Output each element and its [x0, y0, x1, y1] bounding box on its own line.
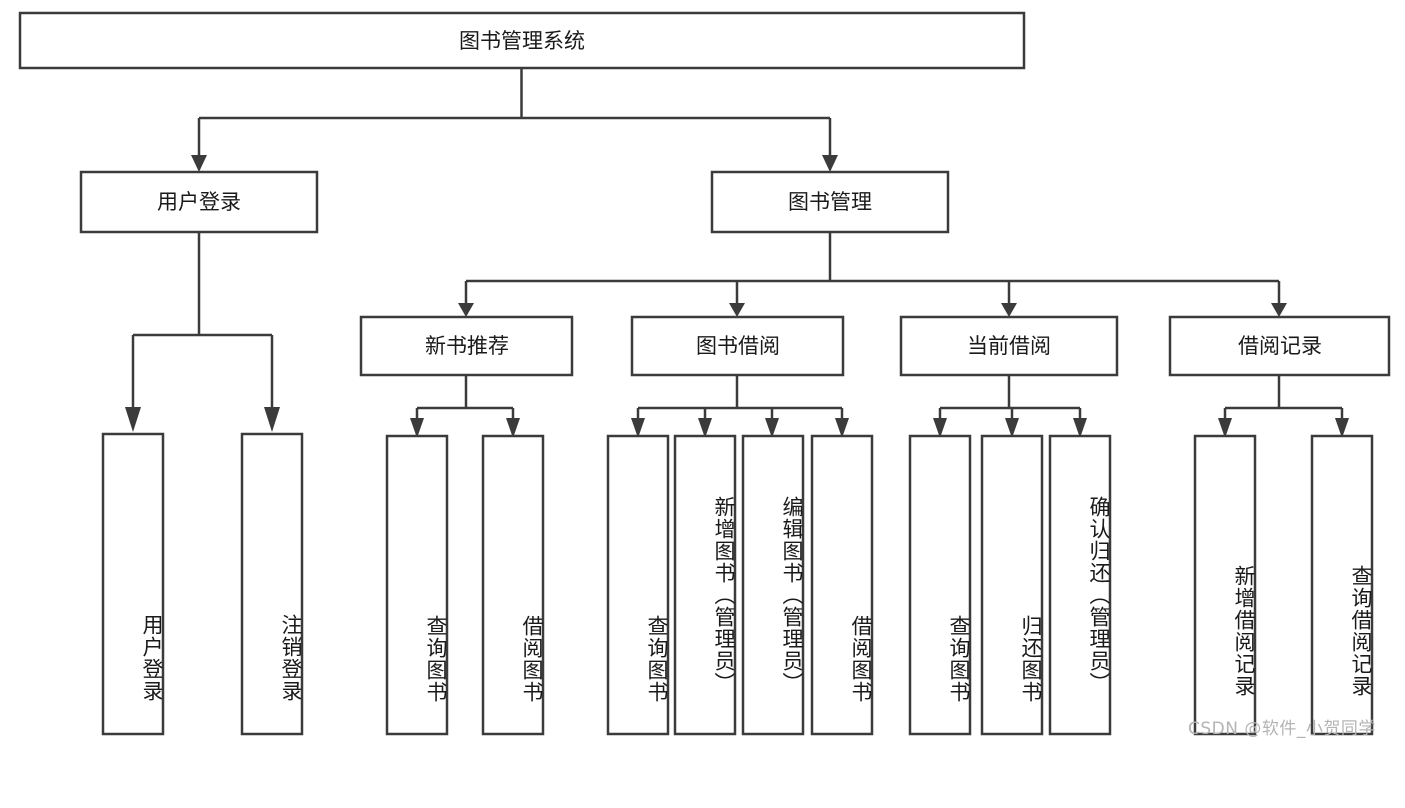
- node-book-manage[interactable]: [710, 170, 950, 234]
- node-leaf-add-book[interactable]: [673, 434, 737, 736]
- arrow-head-icon: [410, 418, 424, 438]
- arrow-head-icon: [835, 418, 849, 438]
- node-book-borrow[interactable]: [630, 315, 845, 377]
- node-root[interactable]: [18, 11, 1026, 70]
- arrow-head-icon: [1073, 418, 1087, 438]
- arrow-head-icon: [1001, 303, 1017, 317]
- node-leaf-query-book-2[interactable]: [606, 434, 670, 736]
- node-new-book-rec[interactable]: [359, 315, 574, 377]
- arrow-head-icon: [765, 418, 779, 438]
- node-leaf-user-login[interactable]: [101, 432, 165, 736]
- node-borrow-record-label: 借阅记录: [1238, 334, 1322, 358]
- node-book-borrow-label: 图书借阅: [696, 334, 780, 358]
- node-leaf-edit-book[interactable]: [741, 434, 805, 736]
- node-current-borrow[interactable]: [899, 315, 1119, 377]
- node-leaf-borrow-book-2[interactable]: [810, 434, 874, 736]
- node-borrow-record[interactable]: [1168, 315, 1391, 377]
- arrow-head-icon: [1335, 418, 1349, 438]
- arrow-head-icon: [729, 303, 745, 317]
- node-leaf-return-book[interactable]: [980, 434, 1044, 736]
- arrow-head-icon: [191, 155, 207, 172]
- arrow-head-icon: [125, 407, 141, 432]
- arrow-head-icon: [458, 303, 474, 317]
- arrow-heads: [125, 155, 1349, 438]
- node-leaf-confirm-return[interactable]: [1048, 434, 1112, 736]
- node-current-borrow-label: 当前借阅: [967, 334, 1051, 358]
- arrow-head-icon: [264, 407, 280, 432]
- arrow-head-icon: [698, 418, 712, 438]
- node-leaf-user-logout[interactable]: [240, 432, 304, 736]
- arrow-head-icon: [933, 418, 947, 438]
- node-user-login-label: 用户登录: [157, 190, 241, 214]
- node-new-book-rec-label: 新书推荐: [425, 334, 509, 358]
- arrow-head-icon: [631, 418, 645, 438]
- csdn-watermark: CSDN @软件_小贺同学: [1188, 719, 1376, 739]
- node-leaf-add-record[interactable]: [1193, 434, 1257, 736]
- arrow-head-icon: [1005, 418, 1019, 438]
- arrow-head-icon: [506, 418, 520, 438]
- node-leaf-query-record[interactable]: [1310, 434, 1374, 736]
- node-book-manage-label: 图书管理: [788, 190, 872, 214]
- node-boxes: 图书管理系统 用户登录 图书管理 新书推荐 图书借阅 当前借阅 借阅记录: [18, 11, 1391, 736]
- diagram-canvas: 图书管理系统 用户登录 图书管理 新书推荐 图书借阅 当前借阅 借阅记录: [18, 11, 1391, 736]
- node-leaf-query-book-1[interactable]: [385, 434, 449, 736]
- node-root-label: 图书管理系统: [459, 29, 585, 53]
- arrow-head-icon: [1218, 418, 1232, 438]
- flowchart-diagram: 图书管理系统 用户登录 图书管理 新书推荐 图书借阅 当前借阅 借阅记录: [18, 11, 1391, 739]
- node-user-login[interactable]: [79, 170, 319, 234]
- node-leaf-query-book-3[interactable]: [908, 434, 972, 736]
- arrow-head-icon: [822, 155, 838, 172]
- node-leaf-borrow-book-1[interactable]: [481, 434, 545, 736]
- arrow-head-icon: [1271, 303, 1287, 317]
